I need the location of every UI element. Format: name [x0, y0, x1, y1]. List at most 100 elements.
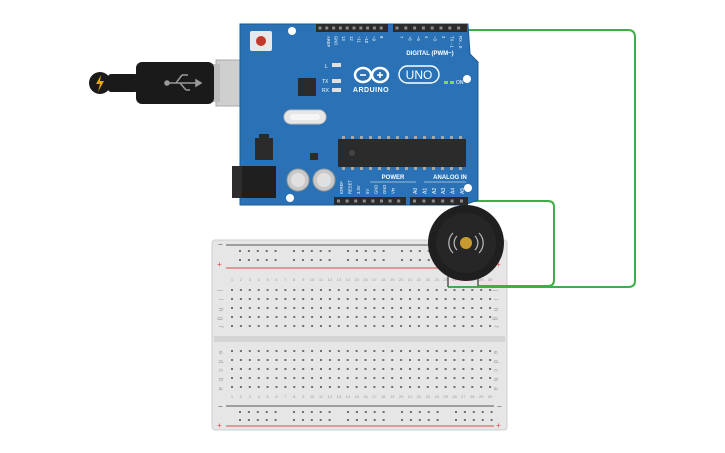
breadboard-hole[interactable] [355, 350, 358, 352]
power-header-pin[interactable] [371, 199, 375, 203]
rail-hole[interactable] [319, 259, 322, 261]
breadboard-hole[interactable] [346, 359, 349, 361]
breadboard-hole[interactable] [275, 307, 278, 309]
breadboard-hole[interactable] [417, 298, 420, 300]
breadboard-hole[interactable] [480, 289, 483, 291]
header-pin-top-10[interactable] [395, 26, 399, 30]
breadboard-hole[interactable] [444, 325, 447, 327]
breadboard-hole[interactable] [284, 298, 287, 300]
breadboard-hole[interactable] [453, 350, 456, 352]
breadboard-hole[interactable] [248, 325, 251, 327]
breadboard-hole[interactable] [453, 316, 456, 318]
rail-hole[interactable] [409, 411, 412, 413]
breadboard-hole[interactable] [275, 359, 278, 361]
breadboard-hole[interactable] [257, 298, 260, 300]
rail-hole[interactable] [328, 419, 331, 421]
breadboard-hole[interactable] [373, 386, 376, 388]
breadboard-hole[interactable] [248, 359, 251, 361]
breadboard-hole[interactable] [355, 298, 358, 300]
rail-hole[interactable] [401, 411, 403, 413]
breadboard-hole[interactable] [471, 316, 474, 318]
breadboard-hole[interactable] [355, 377, 358, 379]
breadboard-hole[interactable] [426, 316, 429, 318]
header-pin-top-7[interactable] [366, 26, 370, 30]
breadboard-hole[interactable] [373, 298, 376, 300]
breadboard-hole[interactable] [364, 289, 367, 291]
breadboard-hole[interactable] [391, 289, 394, 291]
breadboard-hole[interactable] [391, 368, 394, 370]
breadboard-hole[interactable] [462, 307, 465, 309]
breadboard-hole[interactable] [489, 307, 492, 309]
breadboard-hole[interactable] [311, 307, 314, 309]
breadboard-hole[interactable] [444, 359, 447, 361]
rail-hole[interactable] [355, 259, 358, 261]
breadboard-hole[interactable] [257, 377, 260, 379]
breadboard-hole[interactable] [231, 298, 233, 300]
breadboard-hole[interactable] [364, 350, 367, 352]
breadboard-hole[interactable] [444, 298, 447, 300]
rail-hole[interactable] [409, 419, 412, 421]
breadboard-hole[interactable] [231, 307, 233, 309]
rail-hole[interactable] [319, 250, 322, 252]
power-header-pin[interactable] [388, 199, 392, 203]
breadboard-hole[interactable] [435, 316, 438, 318]
rail-hole[interactable] [256, 411, 259, 413]
breadboard-hole[interactable] [426, 377, 429, 379]
rail-hole[interactable] [301, 250, 304, 252]
header-pin-top-14[interactable] [430, 26, 434, 30]
breadboard-hole[interactable] [284, 368, 287, 370]
breadboard-hole[interactable] [337, 307, 340, 309]
breadboard-hole[interactable] [275, 289, 278, 291]
rail-hole[interactable] [409, 250, 412, 252]
breadboard-hole[interactable] [435, 307, 438, 309]
breadboard-hole[interactable] [417, 325, 420, 327]
rail-hole[interactable] [239, 259, 241, 261]
breadboard-hole[interactable] [426, 368, 429, 370]
breadboard-hole[interactable] [328, 316, 331, 318]
breadboard-hole[interactable] [293, 307, 296, 309]
breadboard-hole[interactable] [293, 289, 296, 291]
breadboard-hole[interactable] [417, 377, 420, 379]
breadboard-hole[interactable] [257, 289, 260, 291]
breadboard-hole[interactable] [364, 368, 367, 370]
power-header-pin[interactable] [380, 199, 383, 203]
rail-hole[interactable] [347, 259, 349, 261]
breadboard-hole[interactable] [355, 386, 358, 388]
breadboard-hole[interactable] [417, 316, 420, 318]
breadboard-hole[interactable] [239, 368, 242, 370]
rail-hole[interactable] [401, 419, 403, 421]
breadboard-hole[interactable] [231, 316, 233, 318]
rail-hole[interactable] [293, 250, 295, 252]
breadboard-hole[interactable] [471, 289, 474, 291]
breadboard-hole[interactable] [391, 298, 394, 300]
analog-header-pin[interactable] [441, 199, 445, 203]
breadboard-hole[interactable] [435, 350, 438, 352]
breadboard-hole[interactable] [426, 386, 429, 388]
breadboard-hole[interactable] [417, 386, 420, 388]
analog-header-pin[interactable] [422, 199, 426, 203]
breadboard-hole[interactable] [355, 325, 358, 327]
breadboard-hole[interactable] [337, 325, 340, 327]
breadboard-hole[interactable] [373, 325, 376, 327]
breadboard-hole[interactable] [489, 359, 492, 361]
breadboard-hole[interactable] [231, 289, 233, 291]
breadboard-hole[interactable] [275, 316, 278, 318]
breadboard-hole[interactable] [426, 307, 429, 309]
breadboard-hole[interactable] [248, 368, 251, 370]
breadboard-hole[interactable] [364, 359, 367, 361]
breadboard-hole[interactable] [409, 368, 411, 370]
breadboard-hole[interactable] [248, 350, 251, 352]
rail-hole[interactable] [382, 250, 385, 252]
breadboard-hole[interactable] [231, 377, 233, 379]
breadboard-hole[interactable] [435, 368, 438, 370]
rail-hole[interactable] [436, 419, 439, 421]
rail-hole[interactable] [328, 411, 331, 413]
rail-hole[interactable] [274, 250, 277, 252]
breadboard-hole[interactable] [489, 386, 492, 388]
breadboard-hole[interactable] [382, 325, 385, 327]
header-pin-top-3[interactable] [338, 26, 342, 30]
breadboard-hole[interactable] [257, 368, 260, 370]
breadboard-hole[interactable] [266, 359, 269, 361]
breadboard-hole[interactable] [471, 359, 474, 361]
power-header-pin[interactable] [397, 199, 401, 203]
